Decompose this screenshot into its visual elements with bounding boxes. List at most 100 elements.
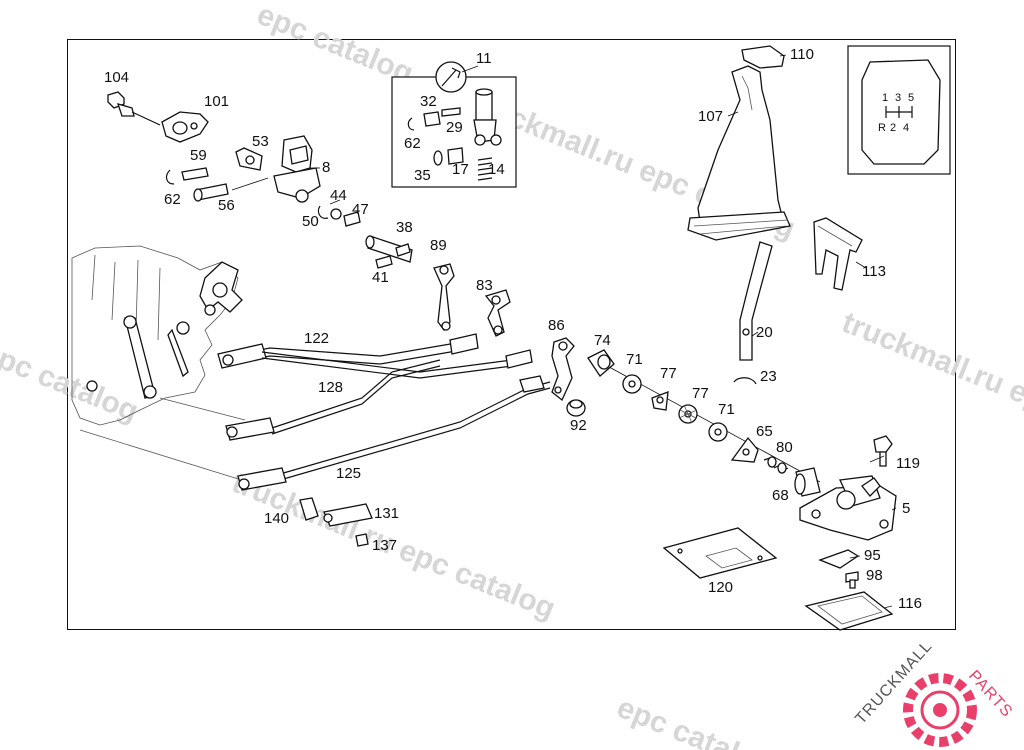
watermark-text: epc catalog bbox=[612, 691, 777, 750]
part-92-bushing bbox=[566, 399, 586, 417]
part-80-spring bbox=[763, 456, 789, 474]
label-71a: 71 bbox=[626, 351, 643, 368]
diagram-frame bbox=[67, 39, 956, 630]
label-95: 95 bbox=[864, 547, 881, 564]
rod-128 bbox=[225, 359, 441, 441]
label-53: 53 bbox=[252, 133, 269, 150]
rod-125 bbox=[237, 375, 551, 491]
part-23-circlip bbox=[733, 377, 757, 385]
label-122: 122 bbox=[304, 330, 329, 347]
part-71-washer bbox=[622, 374, 642, 394]
part-38-shaft bbox=[365, 235, 413, 263]
part-8-shift-block bbox=[273, 135, 321, 203]
label-5: 5 bbox=[902, 500, 910, 517]
label-77b: 77 bbox=[692, 385, 709, 402]
label-59: 59 bbox=[190, 147, 207, 164]
part-104-bolt bbox=[107, 91, 161, 126]
label-131: 131 bbox=[374, 505, 399, 522]
transmission-housing bbox=[71, 245, 249, 483]
label-86: 86 bbox=[548, 317, 565, 334]
label-119: 119 bbox=[896, 455, 920, 472]
gear-label: 3 bbox=[895, 92, 901, 104]
part-56-bolt bbox=[193, 177, 269, 202]
gear-label: R bbox=[878, 122, 886, 134]
label-74: 74 bbox=[594, 332, 611, 349]
label-8: 8 bbox=[322, 159, 330, 176]
gear-label: 2 bbox=[890, 122, 896, 134]
part-53-clip bbox=[235, 147, 263, 171]
label-107: 107 bbox=[698, 108, 723, 125]
label-47: 47 bbox=[352, 201, 369, 218]
part-89-lever bbox=[433, 263, 455, 332]
label-77a: 77 bbox=[660, 365, 677, 382]
part-5-shift-housing bbox=[799, 475, 897, 541]
part-101-bracket bbox=[161, 111, 209, 143]
part-110-knob bbox=[741, 45, 785, 69]
label-92: 92 bbox=[570, 417, 587, 434]
leader-lines bbox=[310, 54, 897, 609]
part-71-washer-b bbox=[708, 422, 728, 442]
part-113-bracket bbox=[813, 217, 863, 291]
part-41-pin bbox=[375, 255, 393, 269]
label-113: 113 bbox=[862, 263, 886, 280]
label-125: 125 bbox=[336, 465, 361, 482]
label-41: 41 bbox=[372, 269, 389, 286]
label-17: 17 bbox=[452, 161, 469, 178]
part-116-frame bbox=[804, 591, 894, 631]
label-110: 110 bbox=[790, 46, 814, 63]
watermark-text: epc catalog bbox=[0, 336, 143, 428]
part-77-star-washer bbox=[678, 404, 698, 424]
gear-label: 5 bbox=[908, 92, 914, 104]
part-77-spring-washer bbox=[651, 391, 669, 411]
part-83-lever bbox=[484, 289, 511, 337]
part-98-screw bbox=[845, 571, 859, 589]
part-137-nut bbox=[355, 533, 369, 547]
label-68: 68 bbox=[772, 487, 789, 504]
part-107-boot bbox=[687, 65, 791, 241]
inset-box-11 bbox=[391, 61, 517, 188]
part-95-plate bbox=[818, 549, 860, 569]
label-83: 83 bbox=[476, 277, 493, 294]
gear-label: 4 bbox=[903, 122, 909, 134]
part-68-sleeve bbox=[794, 467, 821, 497]
label-98: 98 bbox=[866, 567, 883, 584]
gear-label: 1 bbox=[882, 92, 888, 104]
label-128: 128 bbox=[318, 379, 343, 396]
label-140: 140 bbox=[264, 510, 289, 527]
label-29: 29 bbox=[446, 119, 463, 136]
brand-logo: TRUCKMALL PARTS bbox=[852, 638, 1016, 747]
gear-logo-icon bbox=[903, 673, 977, 747]
label-38: 38 bbox=[396, 219, 413, 236]
part-44-50-47-ring-pin bbox=[317, 199, 361, 227]
part-59-pin bbox=[165, 167, 209, 185]
part-131-rod-end bbox=[323, 503, 373, 527]
part-number-labels: 104 101 11 32 29 62 35 17 14 110 107 53 … bbox=[104, 46, 922, 612]
label-104: 104 bbox=[104, 69, 129, 86]
label-71b: 71 bbox=[718, 401, 735, 418]
part-120-gasket bbox=[662, 527, 778, 579]
label-89: 89 bbox=[430, 237, 447, 254]
label-50: 50 bbox=[302, 213, 319, 230]
label-56: 56 bbox=[218, 197, 235, 214]
part-119-bolt bbox=[873, 435, 893, 467]
part-20-shift-lever bbox=[739, 241, 773, 361]
label-80: 80 bbox=[776, 439, 793, 456]
part-74-bushing bbox=[587, 349, 615, 377]
label-44: 44 bbox=[330, 187, 347, 204]
part-86-lever bbox=[551, 337, 575, 402]
label-20: 20 bbox=[756, 324, 773, 341]
rod-122 bbox=[217, 333, 533, 379]
label-11: 11 bbox=[476, 50, 492, 67]
part-140-clip bbox=[299, 497, 319, 521]
label-62b: 62 bbox=[164, 191, 181, 208]
label-65: 65 bbox=[756, 423, 773, 440]
part-65-plate bbox=[730, 436, 759, 463]
shift-pattern-inset bbox=[847, 45, 951, 175]
label-32: 32 bbox=[420, 93, 437, 110]
label-62a: 62 bbox=[404, 135, 421, 152]
label-120: 120 bbox=[708, 579, 733, 596]
label-35: 35 bbox=[414, 167, 431, 184]
label-14: 14 bbox=[488, 161, 505, 178]
